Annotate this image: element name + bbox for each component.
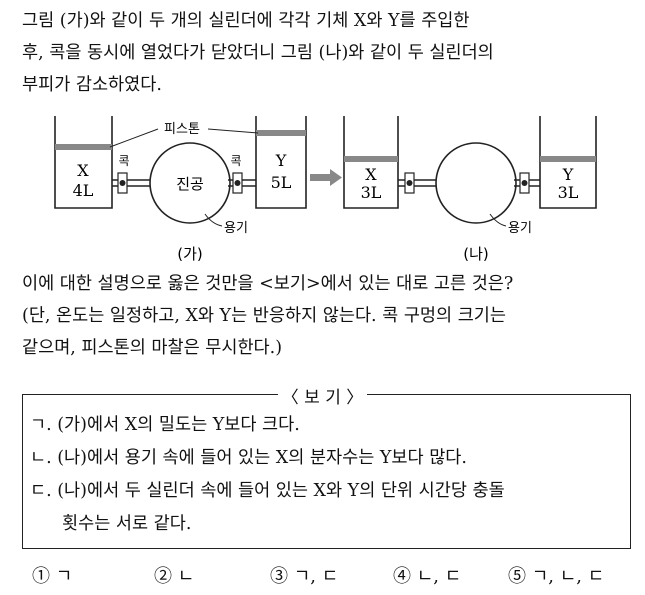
- gas-x-label: X: [77, 161, 89, 180]
- cock-left-icon: [119, 180, 126, 186]
- cylinder-x-wall: [54, 116, 113, 209]
- cock-right-icon: [234, 180, 241, 186]
- panel-b: X 3L Y 3L 용기 (나): [343, 116, 597, 263]
- gas-y-label-b: Y: [562, 165, 574, 184]
- vessel-a-label: 용기: [224, 221, 248, 236]
- panel-b-caption: (나): [463, 245, 489, 263]
- piston-y: [256, 130, 306, 136]
- arrow-icon: [310, 169, 342, 186]
- vacuum-label: 진공: [176, 175, 204, 193]
- vessel-b-label: 용기: [508, 221, 532, 236]
- vol-x-label: 4L: [73, 181, 94, 200]
- cock-right-label: 콕: [230, 154, 241, 168]
- panel-a: X 4L 콕 진공 콕 Y 5L 피스톤 용기 (가): [54, 116, 307, 263]
- answer-choices: ① ㄱ ② ㄴ ③ ㄱ, ㄷ ④ ㄴ, ㄷ ⑤ ㄱ, ㄴ, ㄷ: [0, 562, 645, 592]
- bogi-item-1: ㄱ. (가)에서 X의 밀도는 Y보다 크다.: [30, 415, 300, 435]
- question-line-2: 후, 콕을 동시에 열었다가 닫았더니 그림 (나)와 같이 두 실린더의: [22, 43, 494, 63]
- question-line-1: 그림 (가)와 같이 두 개의 실린더에 각각 기체 X와 Y를 주입한: [22, 11, 470, 31]
- gas-y-label: Y: [275, 151, 287, 170]
- instruction-line-1: 이에 대한 설명으로 옳은 것만을 <보기>에서 있는 대로 고른 것은?: [22, 274, 514, 294]
- panel-a-caption: (가): [177, 245, 203, 263]
- vol-y-label: 5L: [271, 173, 292, 192]
- choice-5[interactable]: ⑤ ㄱ, ㄴ, ㄷ: [508, 566, 605, 587]
- instruction-line-3: 같으며, 피스톤의 마찰은 무시한다.): [22, 338, 283, 358]
- cock-left-b-icon: [406, 180, 413, 186]
- vessel-a: [149, 142, 231, 224]
- piston-x-b: [344, 156, 398, 162]
- question-text: 그림 (가)와 같이 두 개의 실린더에 각각 기체 X와 Y를 주입한 후, …: [0, 5, 645, 101]
- vol-y-label-b: 3L: [558, 183, 579, 202]
- bogi-item-2: ㄴ. (나)에서 용기 속에 들어 있는 X의 분자수는 Y보다 많다.: [30, 448, 467, 468]
- cylinder-y-wall: [255, 116, 307, 209]
- piston-y-b: [540, 156, 596, 162]
- piston-x: [55, 144, 112, 150]
- bogi-item-3-cont: 횟수는 서로 같다.: [62, 514, 192, 534]
- instruction-line-2: (단, 온도는 일정하고, X와 Y는 반응하지 않는다. 콕 구멍의 크기는: [22, 306, 506, 326]
- experiment-figure: X 4L 콕 진공 콕 Y 5L 피스톤 용기 (가): [54, 116, 597, 263]
- bogi-title: 〈 보 기 〉: [0, 383, 645, 408]
- cock-left-label: 콕: [118, 154, 129, 168]
- cock-right-b-icon: [521, 180, 528, 186]
- question-line-3: 부피가 감소하였다.: [22, 75, 162, 95]
- piston-label: 피스톤: [164, 122, 200, 137]
- choice-1[interactable]: ① ㄱ: [32, 566, 73, 587]
- choice-2[interactable]: ② ㄴ: [154, 566, 195, 587]
- choice-4[interactable]: ④ ㄴ, ㄷ: [393, 566, 462, 587]
- bogi-list: ㄱ. (가)에서 X의 밀도는 Y보다 크다. ㄴ. (나)에서 용기 속에 들…: [30, 409, 505, 541]
- choice-3[interactable]: ③ ㄱ, ㄷ: [270, 566, 339, 587]
- bogi-item-3: ㄷ. (나)에서 두 실린더 속에 들어 있는 X와 Y의 단위 시간당 충돌: [30, 481, 505, 501]
- vol-x-label-b: 3L: [361, 183, 382, 202]
- gas-x-label-b: X: [365, 165, 377, 184]
- instruction-text: 이에 대한 설명으로 옳은 것만을 <보기>에서 있는 대로 고른 것은? (단…: [0, 268, 645, 364]
- vessel-b: [435, 142, 517, 224]
